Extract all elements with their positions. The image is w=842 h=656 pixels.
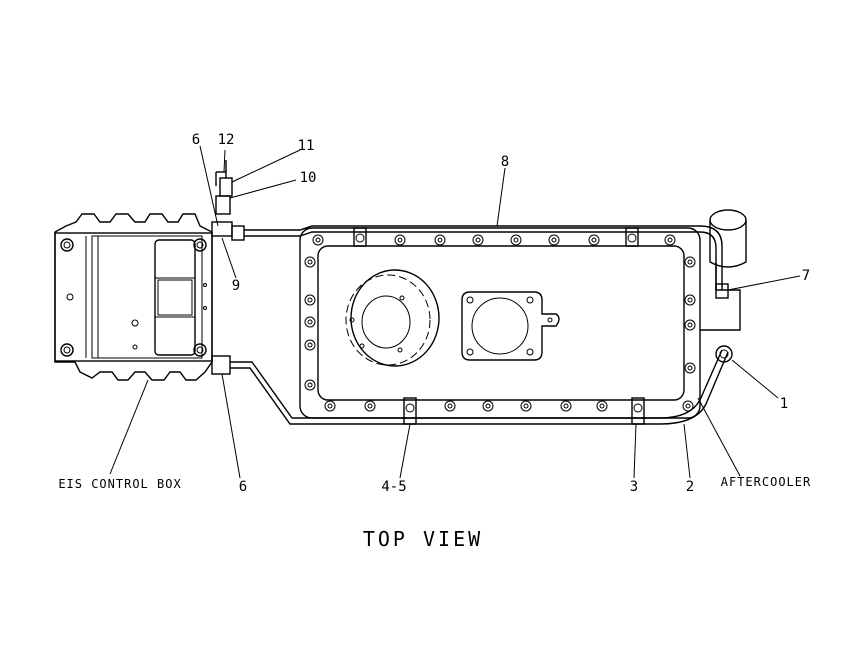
bolt-holes xyxy=(304,234,696,412)
callout-2: 2 xyxy=(686,479,694,495)
callout-4-5: 4-5 xyxy=(381,479,406,495)
callout-3: 3 xyxy=(630,479,638,495)
callout-9: 9 xyxy=(232,278,240,294)
callout-6-top: 6 xyxy=(192,132,200,148)
view-title: TOP VIEW xyxy=(363,527,483,551)
callout-6-bottom: 6 xyxy=(239,479,247,495)
aftercooler-assembly xyxy=(699,209,747,363)
pan-housing xyxy=(299,227,701,425)
callout-7: 7 xyxy=(802,268,810,284)
round-cover xyxy=(345,269,440,367)
callout-1: 1 xyxy=(780,396,788,412)
callout-8: 8 xyxy=(501,154,509,170)
callout-10: 10 xyxy=(300,170,317,186)
label-aftercooler: AFTERCOOLER xyxy=(721,475,811,489)
eis-control-box xyxy=(54,213,213,381)
flanged-cover xyxy=(461,291,560,361)
callouts: 6 12 11 10 8 7 9 1 6 4-5 3 2 xyxy=(192,132,810,495)
clamps xyxy=(353,227,645,425)
leader-lines xyxy=(109,145,801,479)
fitting-assembly-top xyxy=(211,160,245,241)
tube-line-2 xyxy=(230,349,729,425)
callout-12: 12 xyxy=(218,132,235,148)
label-eis-control-box: EIS CONTROL BOX xyxy=(58,477,181,491)
fitting-bottom xyxy=(211,355,231,375)
callout-11: 11 xyxy=(298,138,315,154)
